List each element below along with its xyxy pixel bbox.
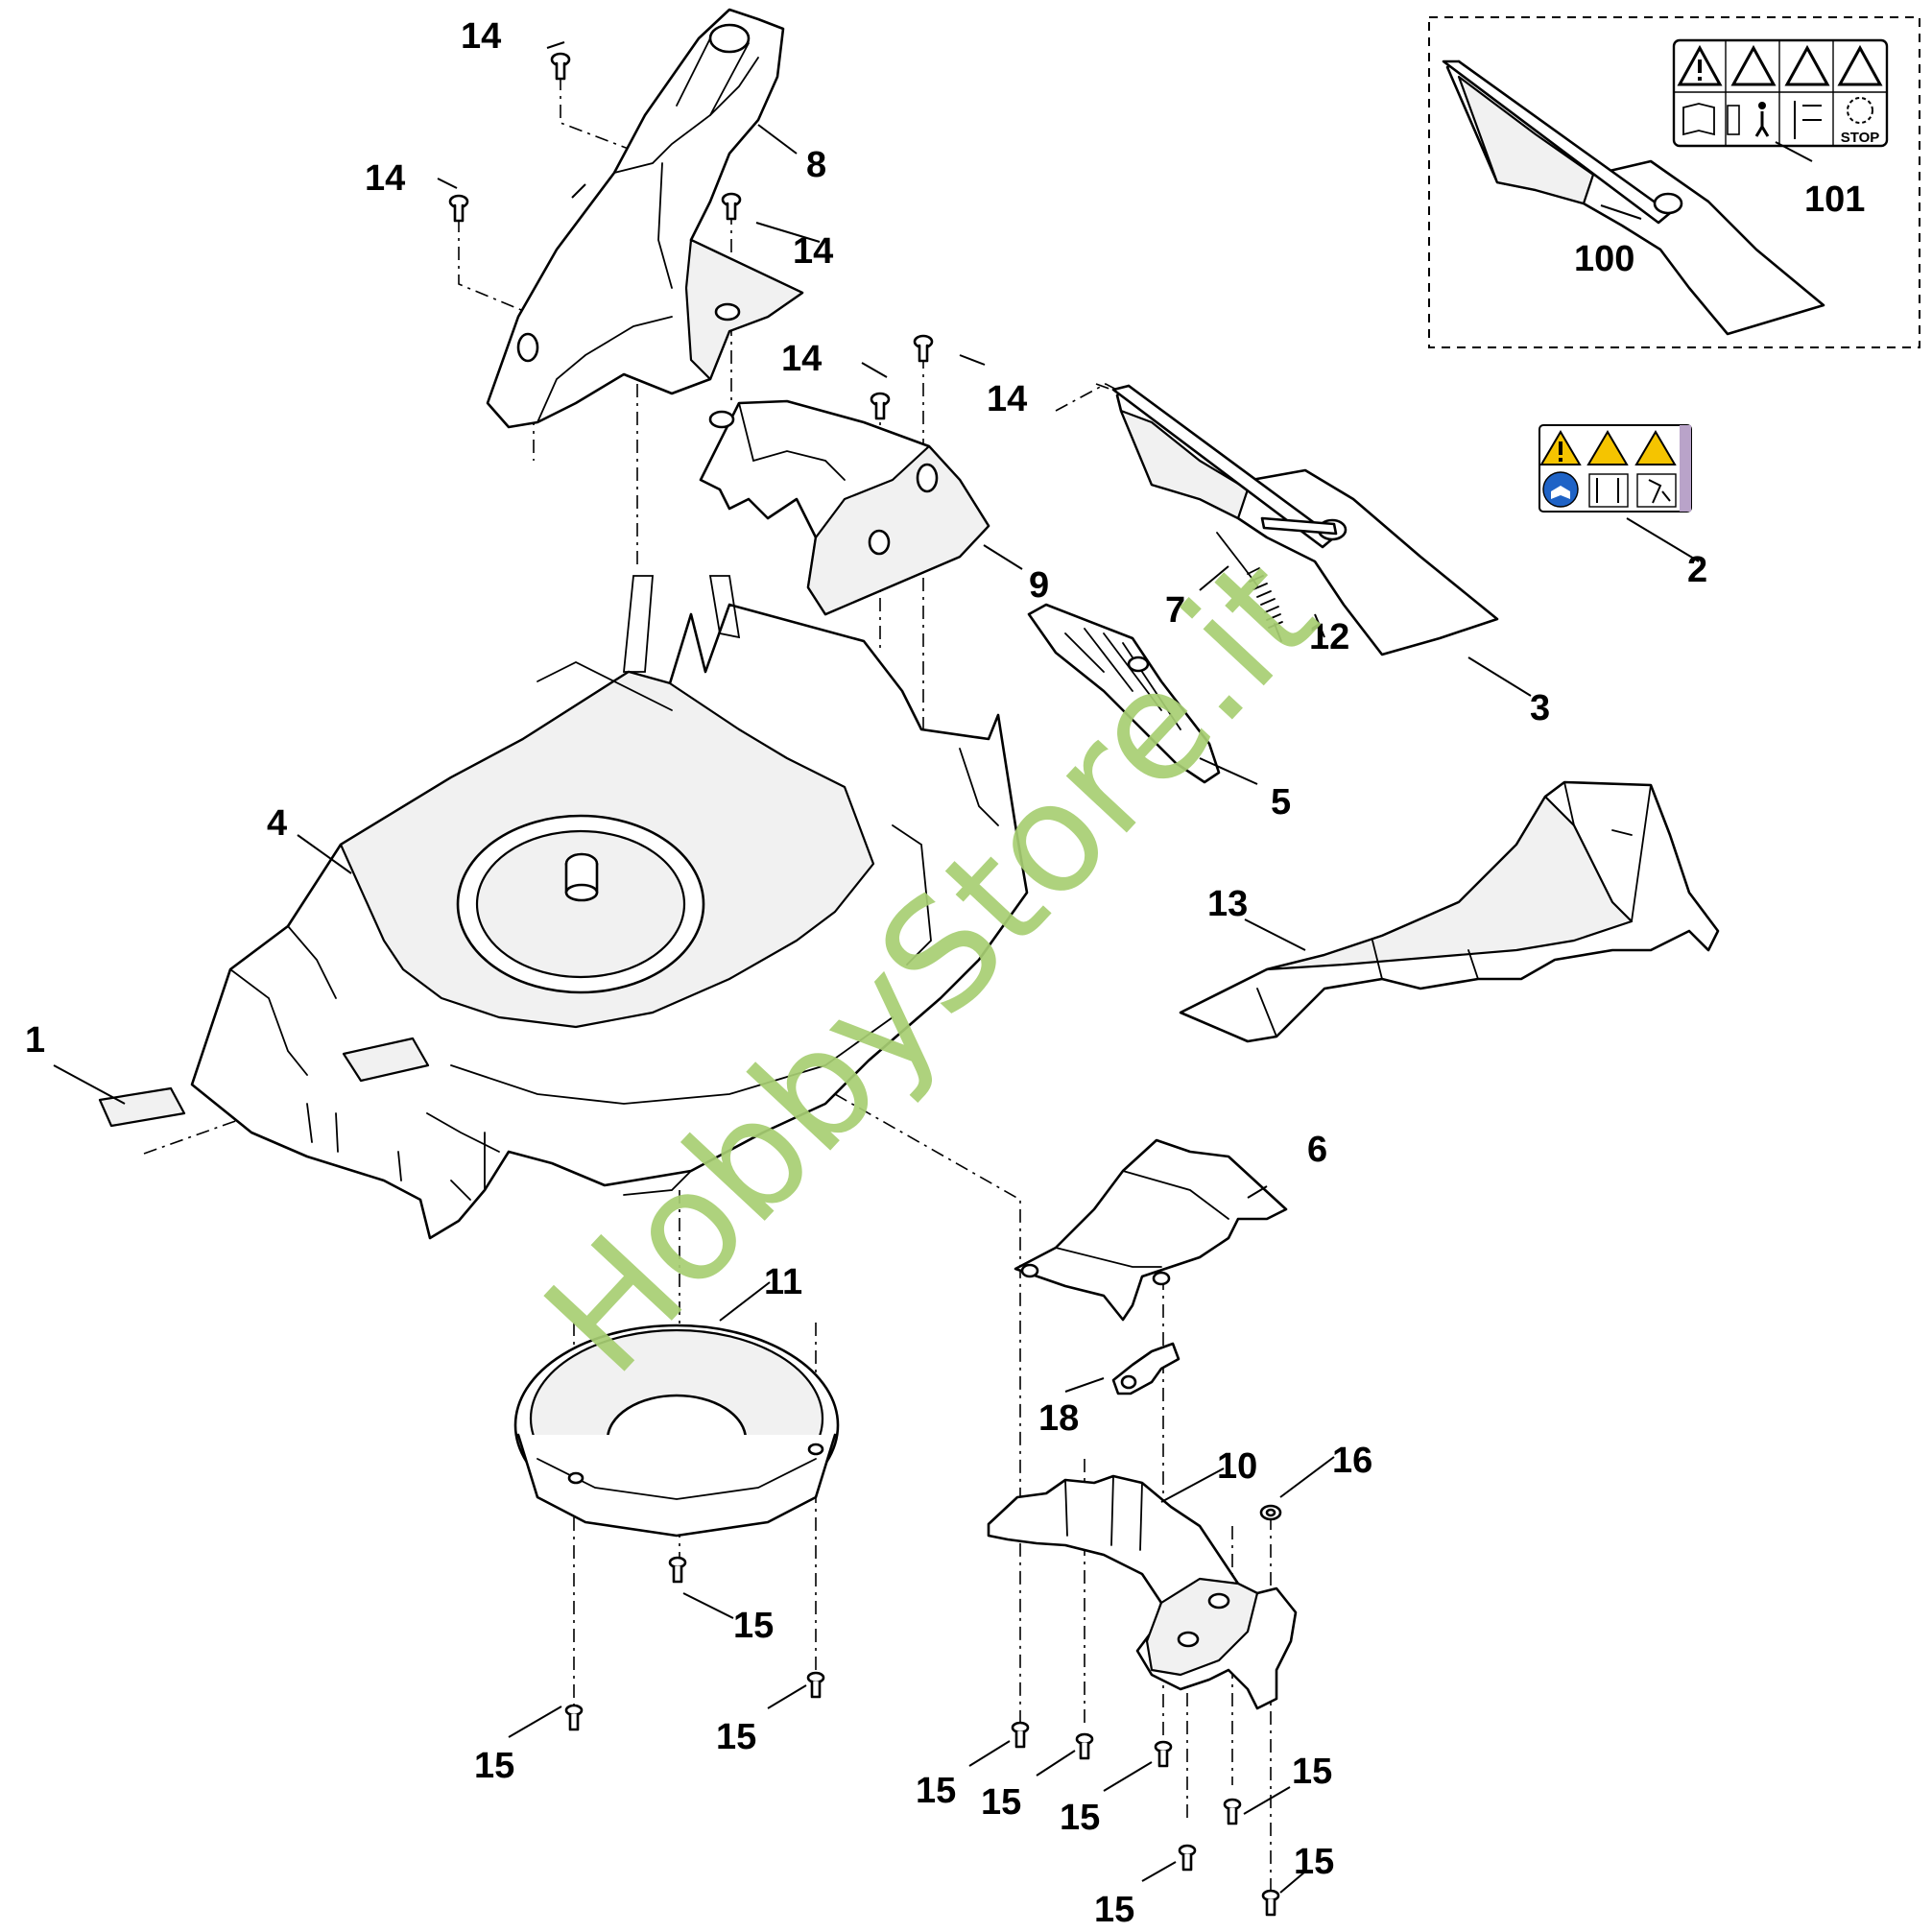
screw-icon [806,1671,825,1699]
callout-7: 7 [1165,590,1185,631]
warning-triangle-icon [1539,430,1677,465]
callout-labels: 1 2 3 4 5 6 7 8 9 10 11 12 13 14 14 14 1… [25,16,1865,1930]
callout-15: 15 [1094,1890,1134,1930]
callout-10: 10 [1217,1446,1257,1487]
screw-icon [564,1704,584,1731]
part-11-blade-cup [513,1324,840,1538]
part-12-rod [1260,516,1338,536]
callout-3: 3 [1530,688,1550,728]
screw-icon [870,392,891,420]
screw-icon [913,334,934,363]
callout-14: 14 [781,339,822,379]
washer-icon [1259,1504,1282,1521]
screw-icon [550,52,571,81]
screw-icon [1223,1798,1242,1825]
callout-15: 15 [1294,1842,1334,1882]
kit-inset-box [1428,16,1920,348]
part-18-clip [1111,1342,1181,1395]
callout-2: 2 [1687,550,1707,590]
part-7-spring [1216,532,1283,642]
callout-15: 15 [916,1771,956,1811]
part-6-deflector-plate [1014,1138,1288,1322]
part-101-warning-decal: STOP [1672,38,1889,148]
callout-15: 15 [1060,1798,1100,1838]
part-13-chute-channel [1179,780,1720,1043]
callout-14: 14 [365,158,405,199]
callout-4: 4 [267,803,287,844]
part-5-deflector [1027,603,1221,784]
callout-1: 1 [25,1020,45,1061]
callout-14: 14 [793,231,833,272]
callout-14: 14 [461,16,501,57]
callout-9: 9 [1029,565,1049,606]
part-2-color-decal [1538,424,1692,513]
screw-icon [448,194,469,223]
callout-15: 15 [474,1746,514,1786]
screw-icon [1261,1889,1280,1917]
part-10-lower-frame [987,1474,1298,1710]
screw-icon [668,1556,687,1584]
callout-5: 5 [1271,782,1291,823]
stop-text: STOP [1841,130,1880,146]
screw-icon [721,192,742,221]
callout-8: 8 [806,145,826,185]
callout-15: 15 [1292,1752,1332,1792]
callout-11: 11 [764,1262,802,1302]
part-100-chute-assembly [1442,60,1825,336]
callout-101: 101 [1804,179,1865,220]
part-3-chute-flap [1111,384,1499,656]
screw-icon [1075,1732,1094,1760]
callout-15: 15 [733,1606,774,1646]
callout-100: 100 [1574,239,1634,279]
part-9-rear-cover [699,399,990,616]
screw-icon [1011,1721,1030,1749]
part-8-rear-bracket [486,8,804,429]
callout-18: 18 [1038,1398,1079,1439]
callout-15: 15 [981,1782,1021,1823]
callout-12: 12 [1309,617,1349,657]
part-1-plate [98,1086,186,1128]
callout-14: 14 [987,379,1027,419]
warning-triangle-icon [1677,44,1883,86]
callout-16: 16 [1332,1441,1372,1481]
part-4-deck-housing [190,575,1029,1240]
callout-6: 6 [1307,1130,1327,1170]
screws [448,52,1282,1917]
read-manual-icon [1542,471,1579,508]
callout-15: 15 [716,1717,756,1757]
leader-lines [53,41,1813,1894]
screw-icon [1154,1740,1173,1768]
screw-icon [1178,1844,1197,1872]
callout-13: 13 [1207,884,1248,924]
